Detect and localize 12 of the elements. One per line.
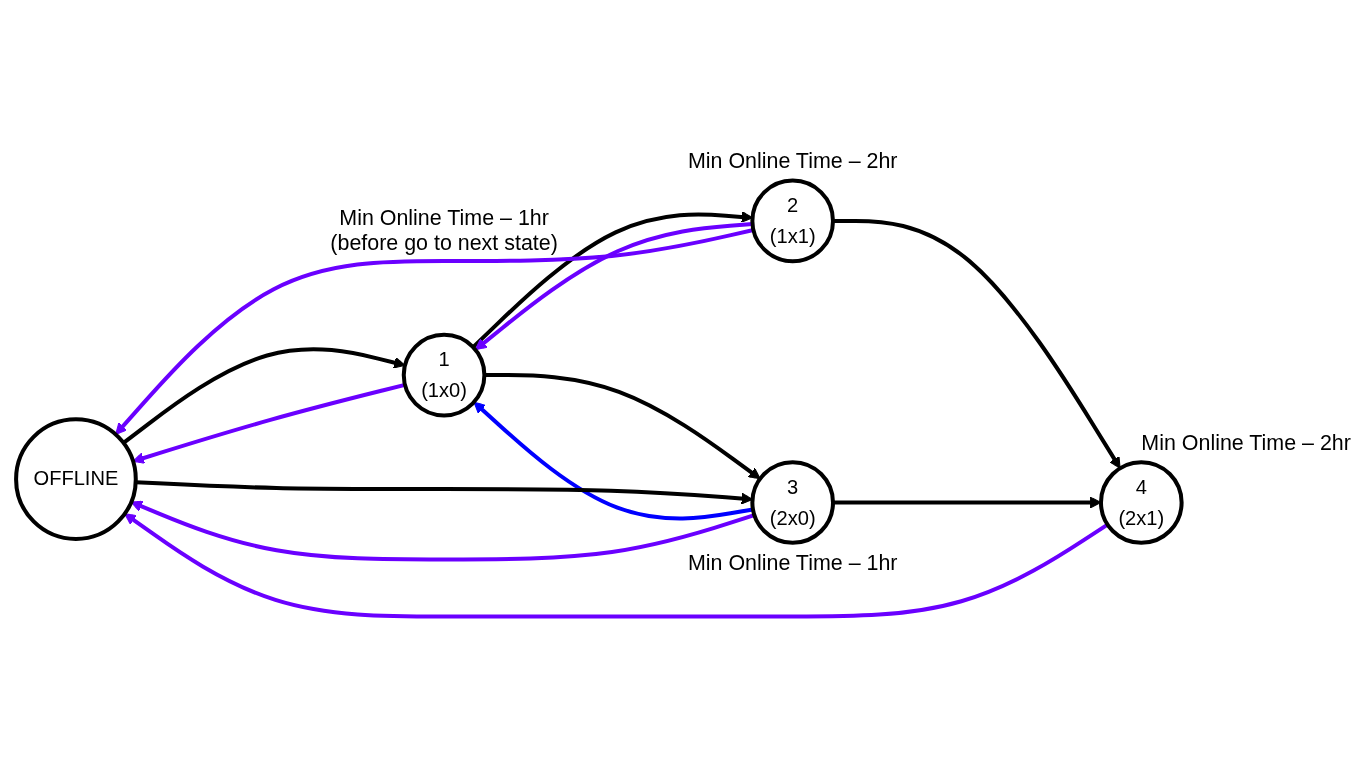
arrow bbox=[130, 500, 755, 562]
node-circle: 4 (2x1) bbox=[1098, 460, 1184, 545]
node-caption: Min Online Time – 2hr bbox=[687, 149, 898, 174]
node-circle: 2 (1x1) bbox=[750, 178, 835, 264]
node-circle: OFFLINE bbox=[14, 417, 138, 541]
node-caption: Min Online Time – 1hr (before go to next state) bbox=[330, 205, 558, 256]
node-circle: 3 (2x0) bbox=[750, 460, 835, 545]
node-circle: 1 (1x0) bbox=[401, 332, 487, 418]
arrow bbox=[124, 513, 1109, 619]
node-caption: Min Online Time – 1hr bbox=[687, 550, 898, 575]
node-caption: Min Online Time – 2hr bbox=[1141, 430, 1351, 455]
arrow bbox=[833, 218, 1121, 469]
